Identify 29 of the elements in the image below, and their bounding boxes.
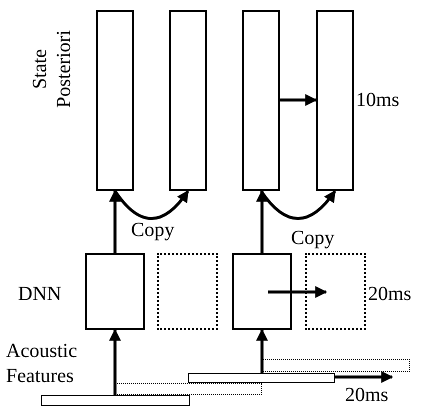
shifted-dnn-box	[157, 253, 218, 330]
posterior-bar	[169, 10, 207, 191]
dnn-box	[85, 253, 145, 330]
arrow	[280, 94, 318, 106]
feature-bar	[188, 373, 335, 383]
arrow	[260, 190, 336, 220]
posterior-bar	[316, 10, 354, 191]
arrow	[109, 328, 121, 395]
shifted-feature-bar	[115, 383, 262, 395]
arrow	[109, 190, 121, 253]
edge-label: Copy	[130, 220, 176, 240]
edge-label: Copy	[290, 228, 336, 248]
posterior-bar	[96, 10, 134, 191]
posterior-bar	[242, 10, 280, 191]
axis-label: State Posteriori	[28, 29, 76, 110]
shifted-dnn-box	[305, 253, 366, 330]
time-label: 10ms	[356, 88, 400, 113]
arrow	[256, 190, 268, 253]
time-label: 20ms	[345, 383, 388, 407]
feature-bar	[41, 395, 190, 406]
arrow	[268, 286, 328, 298]
dnn-box	[232, 253, 292, 330]
time-label: 20ms	[368, 282, 412, 307]
shifted-feature-bar	[262, 359, 410, 372]
arrow	[335, 371, 394, 383]
arrow	[114, 190, 190, 220]
arrow	[256, 328, 268, 373]
layer-label: DNN	[18, 282, 62, 307]
layer-label: Acoustic Features	[6, 339, 78, 389]
